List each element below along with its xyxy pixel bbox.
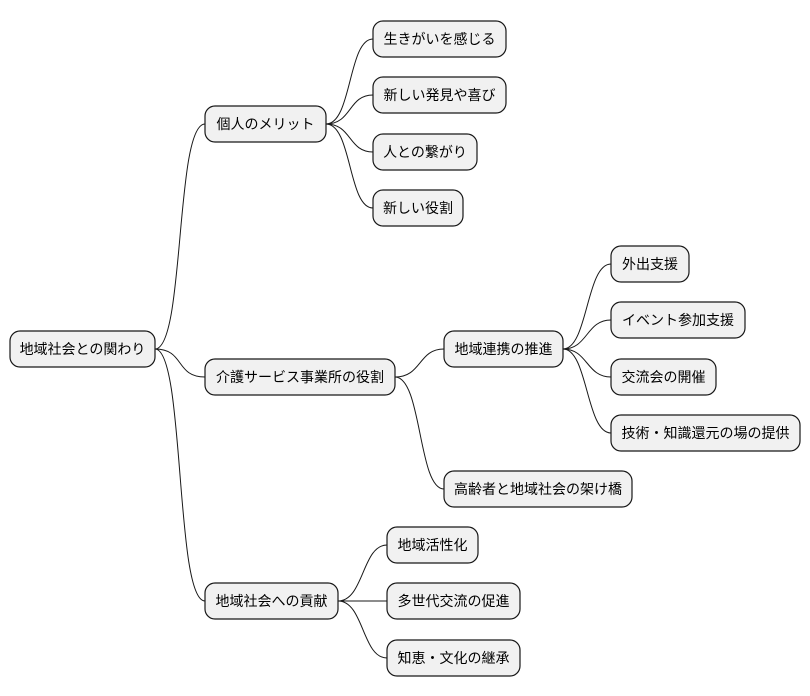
edge-contribution-revitalization <box>337 544 388 602</box>
edge-service-bridge <box>394 376 445 490</box>
node-regional-cooperation-label: 地域連携の推進 <box>455 342 553 358</box>
node-community-contribution-label: 地域社会への貢献 <box>216 594 328 610</box>
node-root-label: 地域社会との関わり <box>20 342 146 358</box>
edge-cooperation-meeting <box>562 348 612 378</box>
node-root[interactable]: 地域社会との関わり <box>9 330 156 368</box>
node-community-contribution[interactable]: 地域社会への貢献 <box>204 582 339 620</box>
node-wisdom-label: 知恵・文化の継承 <box>398 650 510 667</box>
node-event-support[interactable]: イベント参加支援 <box>610 301 746 339</box>
node-ikigai-label: 生きがいを感じる <box>384 31 496 48</box>
node-revitalization[interactable]: 地域活性化 <box>386 526 479 564</box>
edge-personal-ikigai <box>325 38 374 125</box>
node-connection-label: 人との繋がり <box>383 145 467 161</box>
node-connection[interactable]: 人との繋がり <box>372 133 478 171</box>
mindmap-nodes: 地域社会との関わり 個人のメリット 生きがいを感じる 新しい発見や喜び 人との繋… <box>9 20 801 677</box>
node-revitalization-label: 地域活性化 <box>398 538 468 554</box>
node-outing-support-label: 外出支援 <box>622 257 678 273</box>
edge-cooperation-outing <box>562 263 612 350</box>
node-knowledge-sharing[interactable]: 技術・知識還元の場の提供 <box>610 414 801 452</box>
edge-cooperation-knowledge <box>562 348 612 434</box>
node-new-role[interactable]: 新しい役割 <box>372 189 464 227</box>
node-knowledge-sharing-label: 技術・知識還元の場の提供 <box>622 425 790 442</box>
node-service-role-label: 介護サービス事業所の役割 <box>216 369 384 386</box>
edge-cooperation-event <box>562 319 612 350</box>
node-regional-cooperation[interactable]: 地域連携の推進 <box>443 330 564 368</box>
mindmap-edges <box>154 38 612 659</box>
node-wisdom[interactable]: 知恵・文化の継承 <box>386 639 521 677</box>
edge-personal-discovery <box>325 94 374 125</box>
edge-personal-connection <box>325 123 374 153</box>
node-personal-benefits[interactable]: 個人のメリット <box>204 105 327 143</box>
node-personal-benefits-label: 個人のメリット <box>217 117 315 133</box>
node-bridge-label: 高齢者と地域社会の架け橋 <box>454 481 622 498</box>
node-bridge[interactable]: 高齢者と地域社会の架け橋 <box>443 470 633 508</box>
node-generations[interactable]: 多世代交流の促進 <box>386 582 521 620</box>
node-outing-support[interactable]: 外出支援 <box>610 245 690 283</box>
node-discovery[interactable]: 新しい発見や喜び <box>372 76 507 114</box>
node-event-support-label: イベント参加支援 <box>622 312 734 329</box>
node-new-role-label: 新しい役割 <box>383 200 453 217</box>
edge-root-contribution <box>154 348 206 602</box>
edge-personal-role <box>325 123 374 209</box>
edge-root-service <box>154 348 206 378</box>
node-ikigai[interactable]: 生きがいを感じる <box>372 20 507 58</box>
edge-root-personal <box>154 123 206 350</box>
node-discovery-label: 新しい発見や喜び <box>384 88 496 104</box>
edge-service-cooperation <box>394 348 445 378</box>
node-generations-label: 多世代交流の促進 <box>398 593 510 610</box>
edge-contribution-wisdom <box>337 600 388 659</box>
node-exchange-meeting[interactable]: 交流会の開催 <box>610 358 717 396</box>
node-exchange-meeting-label: 交流会の開催 <box>622 369 706 386</box>
node-service-role[interactable]: 介護サービス事業所の役割 <box>204 358 396 396</box>
